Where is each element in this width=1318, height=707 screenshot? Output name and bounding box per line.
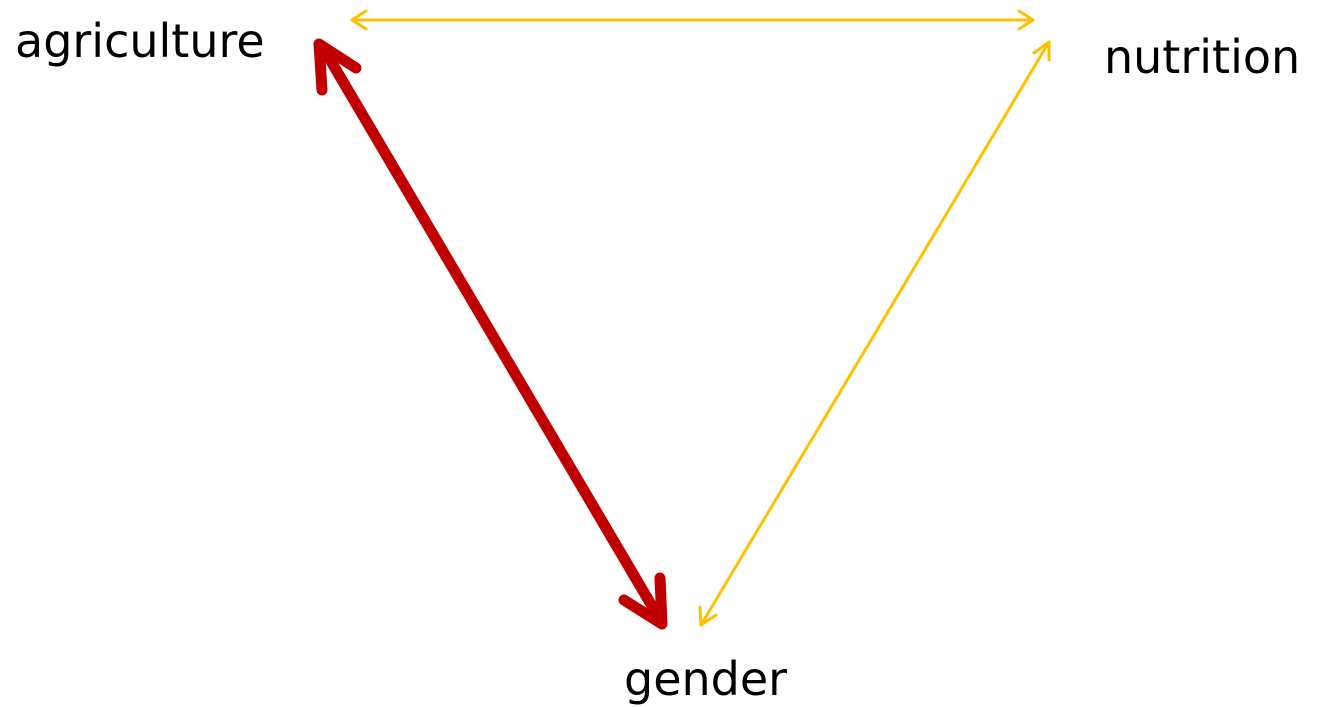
- node-label-agriculture: agriculture: [15, 14, 265, 68]
- edge-nutrition-gender: [698, 40, 1051, 627]
- node-label-gender: gender: [624, 652, 788, 706]
- node-label-nutrition: nutrition: [1104, 30, 1301, 84]
- edge-agriculture-nutrition: [350, 9, 1035, 31]
- edge-agriculture-gender: [313, 38, 668, 630]
